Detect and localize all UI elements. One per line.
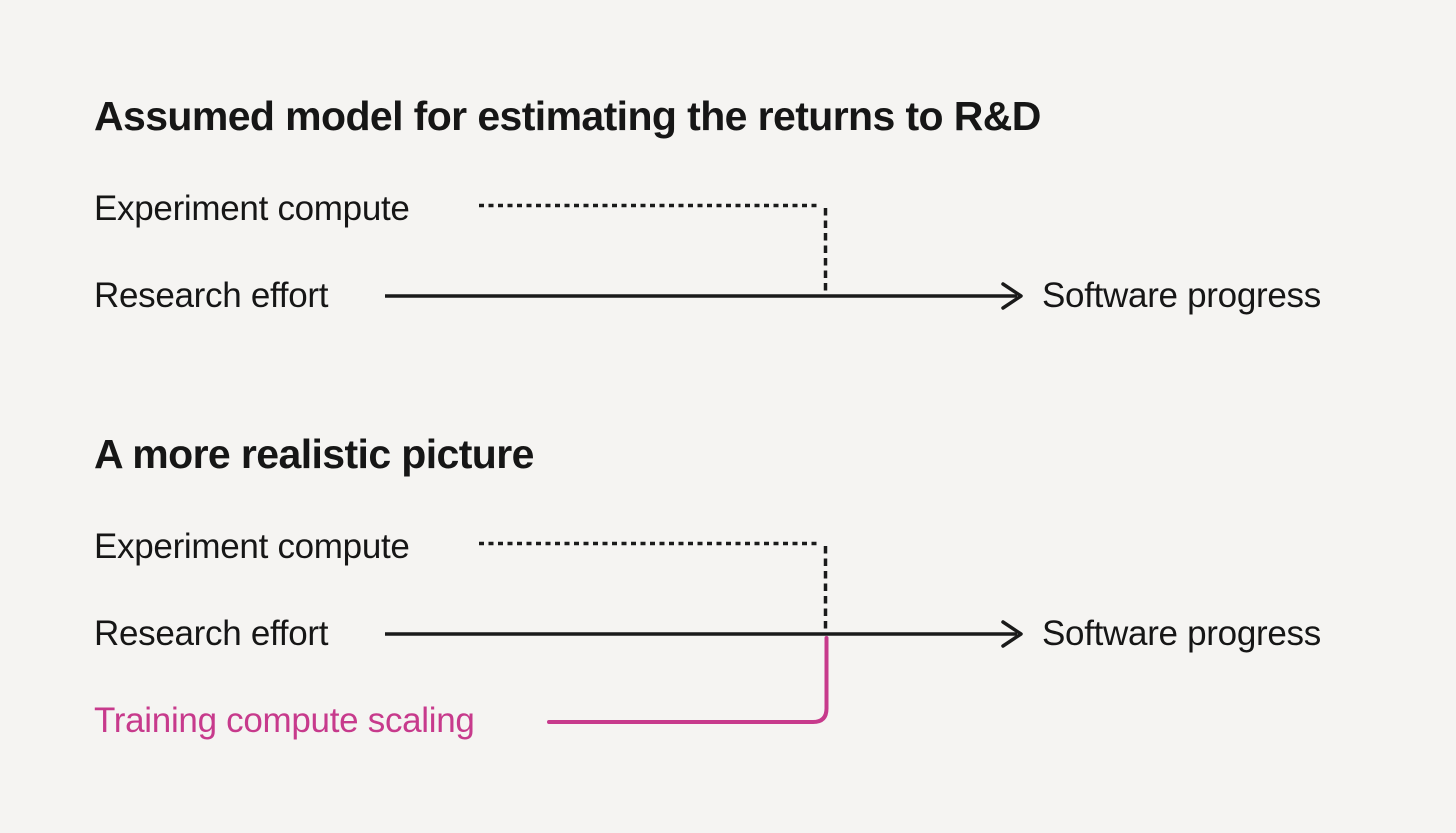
- node-research-effort-2: Research effort: [94, 614, 329, 653]
- node-training-compute-scaling: Training compute scaling: [94, 701, 475, 740]
- section-title-realistic-picture: A more realistic picture: [94, 431, 534, 477]
- arrow-head-1: [1001, 282, 1023, 310]
- node-software-progress-2: Software progress: [1042, 614, 1321, 653]
- section-title-assumed-model: Assumed model for estimating the returns…: [94, 93, 1041, 139]
- node-experiment-compute-2: Experiment compute: [94, 527, 410, 566]
- node-experiment-compute-1: Experiment compute: [94, 189, 410, 228]
- node-software-progress-1: Software progress: [1042, 276, 1321, 315]
- arrow-head-2: [1001, 620, 1023, 648]
- training-compute-connector: [547, 636, 829, 724]
- node-research-effort-1: Research effort: [94, 276, 329, 315]
